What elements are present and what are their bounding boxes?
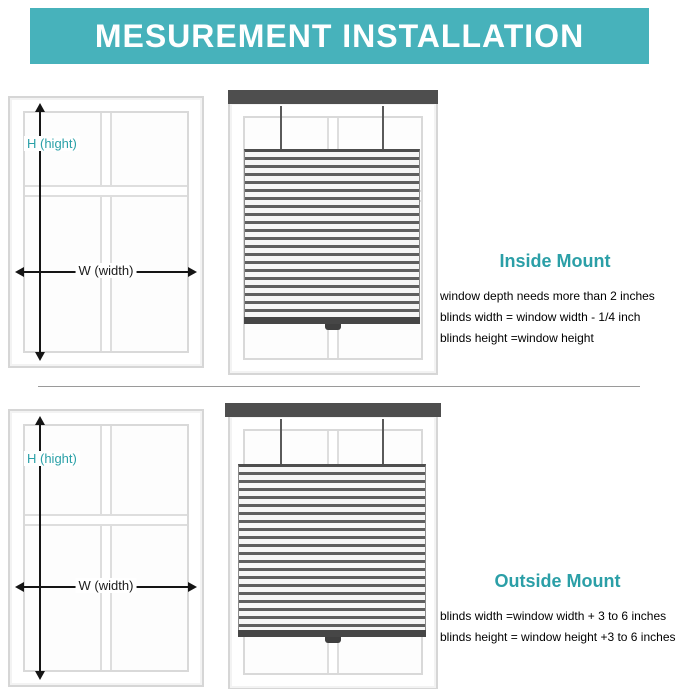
inside-mount-textblock: Inside Mount window depth needs more tha… — [440, 250, 670, 349]
height-arrow-line — [39, 419, 41, 677]
inside-mount-lines: window depth needs more than 2 inches bl… — [440, 286, 670, 349]
blinds-headrail — [225, 403, 441, 417]
blinds-cord — [280, 106, 282, 150]
measurement-window-inside: H (hight) W (width) — [8, 96, 204, 368]
header-banner: MESUREMENT INSTALLATION — [30, 8, 649, 64]
inside-mount-line: blinds width = window width - 1/4 inch — [440, 310, 641, 324]
height-arrow-line — [39, 106, 41, 358]
blinds-cord — [382, 106, 384, 150]
window-muntin-vertical — [100, 113, 112, 351]
blinds-window-inside-mount — [228, 90, 438, 375]
window-muntin-horizontal — [25, 514, 187, 526]
height-arrow-icon — [34, 103, 46, 361]
blinds-pull-tab — [325, 324, 341, 330]
measurement-window-outside: H (hight) W (width) — [8, 409, 204, 687]
outside-mount-textblock: Outside Mount blinds width =window width… — [440, 570, 676, 648]
pleated-shade — [244, 149, 420, 317]
blinds-window-outside-mount — [225, 403, 441, 689]
blinds-pull-tab — [325, 637, 341, 643]
height-arrow-icon — [34, 416, 46, 680]
window-muntin-vertical — [100, 426, 112, 670]
inside-mount-heading: Inside Mount — [499, 251, 611, 271]
window-muntin-horizontal — [25, 185, 187, 197]
width-label: W (width) — [75, 263, 137, 278]
width-label: W (width) — [75, 578, 137, 593]
blinds-cord — [280, 419, 282, 465]
blinds-bottomrail — [244, 317, 420, 324]
outside-mount-heading: Outside Mount — [494, 571, 621, 591]
blinds-cord — [382, 419, 384, 465]
blinds-headrail — [228, 90, 438, 104]
outside-mount-line: blinds width =window width + 3 to 6 inch… — [440, 609, 667, 623]
page-title: MESUREMENT INSTALLATION — [94, 17, 585, 54]
outside-mount-line: blinds height = window height +3 to 6 in… — [440, 630, 676, 644]
height-label: H (hight) — [24, 136, 80, 151]
height-label: H (hight) — [24, 451, 80, 466]
pleated-shade — [238, 464, 426, 630]
window-frame — [23, 111, 189, 353]
inside-mount-line: window depth needs more than 2 inches — [440, 289, 655, 303]
section-divider — [38, 386, 640, 387]
outside-mount-lines: blinds width =window width + 3 to 6 inch… — [440, 606, 676, 648]
inside-mount-line: blinds height =window height — [440, 331, 594, 345]
blinds-bottomrail — [238, 630, 426, 637]
